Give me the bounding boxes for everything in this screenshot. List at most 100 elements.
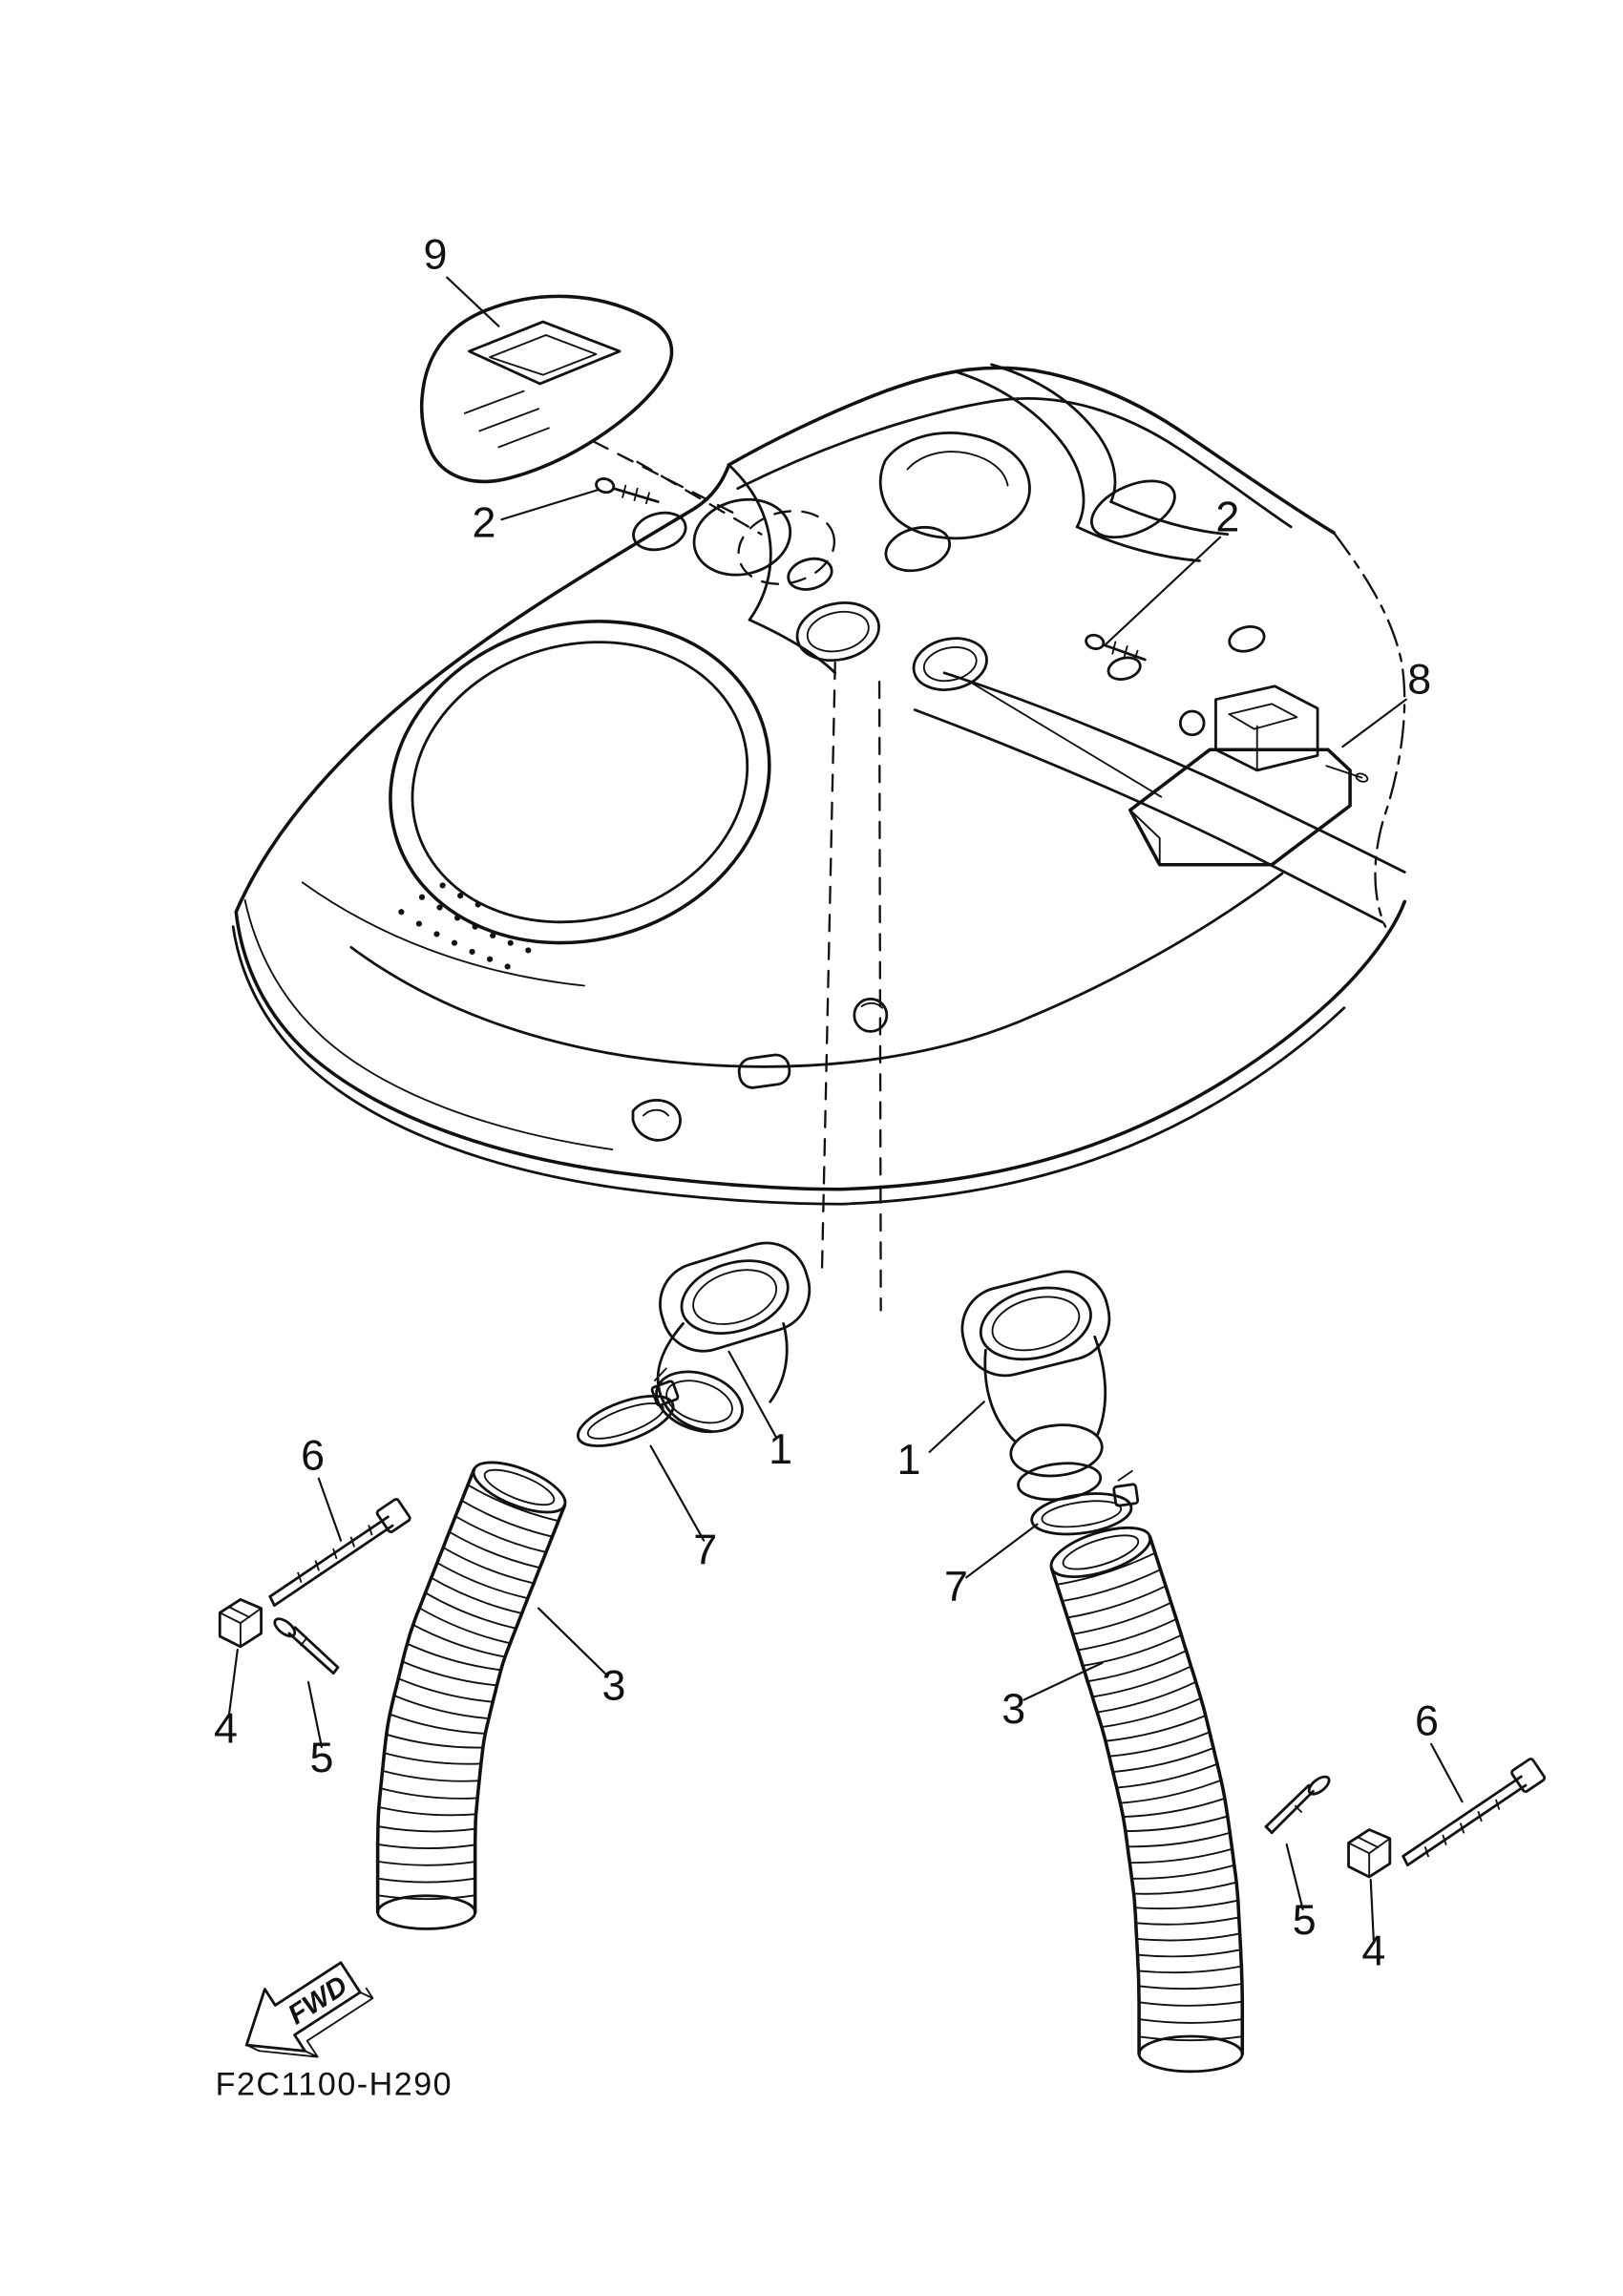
cable-tie-part6-left [268, 1498, 411, 1607]
callout-8: 8 [1407, 655, 1431, 703]
callout-4-left: 4 [214, 1704, 238, 1752]
leader-2-left [500, 489, 599, 521]
tie-right-tip [1402, 1854, 1409, 1866]
callout-3-right: 3 [1001, 1685, 1025, 1733]
bow-cleat [631, 1099, 682, 1142]
tie-left-strap-a [268, 1515, 390, 1598]
leader-7-left [649, 1444, 706, 1542]
callout-labels: 9 2 2 8 1 1 7 7 6 3 3 4 5 5 4 6 [214, 230, 1439, 1974]
hose-rib [1077, 1618, 1178, 1652]
deck-hole-a [632, 511, 687, 552]
duct-elbow-part1-right [960, 1270, 1111, 1502]
callout-1-left: 1 [769, 1425, 792, 1473]
bow-bumper-line-3 [243, 898, 614, 1150]
hose-rib [381, 1769, 480, 1782]
hose-end-opening [472, 1461, 567, 1514]
hose-end-opening-inner [1062, 1534, 1140, 1570]
hose-rib [1119, 1779, 1222, 1804]
hose-rib [1124, 1815, 1229, 1832]
vent9-opening-outer [468, 320, 622, 386]
leader-4-left [227, 1648, 239, 1719]
callout-6-left: 6 [301, 1431, 325, 1479]
mount-right-edges [1347, 1837, 1391, 1878]
hose-rib [379, 1787, 479, 1800]
tie-left-strap-b [273, 1524, 394, 1607]
deck-contour-front [349, 945, 1036, 1068]
hose-outline [1049, 1566, 1141, 2056]
hose-clamp-part7-right [1030, 1469, 1140, 1536]
elbow-left-flange-plate [659, 1241, 812, 1353]
duct-elbow-part1-left [655, 1241, 812, 1434]
elbow-left-body-a [656, 1322, 713, 1433]
clamp-right-screw-house [1112, 1483, 1140, 1507]
hose-rib [1133, 1899, 1239, 1910]
hose-rib [1138, 2035, 1244, 2042]
mount-left-slot [227, 1606, 251, 1618]
console-oval [1089, 479, 1176, 539]
elbow-right-body-b [1093, 1335, 1107, 1436]
hose-end-cap [1137, 2034, 1244, 2074]
console-left-edge [727, 463, 772, 621]
leader-6-right [1430, 1742, 1464, 1803]
hose-rib [1130, 1864, 1235, 1880]
vent9-mount-dash-ellipse [737, 510, 836, 585]
elbow-left-outlet-outer [655, 1370, 744, 1434]
bow-bumper-line-2 [231, 925, 843, 1206]
rivet-left-shaft-b [293, 1626, 340, 1669]
cable-tie-part6-right [1402, 1758, 1547, 1866]
hose-rib [1056, 1551, 1156, 1586]
tie-right-strap-b [1405, 1783, 1528, 1866]
elbow-right-flange-inner [991, 1295, 1081, 1352]
console-stem-c [1109, 500, 1230, 536]
hose-rib [1115, 1762, 1218, 1789]
elbow-left-flange-inner [692, 1269, 778, 1325]
callout-4-right: 4 [1361, 1927, 1385, 1975]
rivet-right-collar [1294, 1804, 1303, 1813]
fwd-arrow: FWD [244, 1961, 374, 2058]
leader-7-right [965, 1523, 1039, 1579]
hose-rib [392, 1695, 490, 1720]
hose-rib [1071, 1601, 1172, 1635]
leader-9 [446, 276, 500, 327]
elbow-right-flange-plate [960, 1270, 1111, 1378]
deck-hole-c [787, 557, 833, 591]
hose-rib [1128, 1847, 1233, 1864]
deck-fitting-circle [853, 998, 889, 1033]
hose-rib [1101, 1697, 1202, 1729]
hose-rib [1137, 1983, 1243, 1991]
mount-clip-part4-right [1347, 1828, 1392, 1879]
clamp-left-screw-house [650, 1380, 680, 1407]
leader-3-right [1022, 1661, 1104, 1701]
leader-5-left [306, 1680, 323, 1749]
screw-thread-right [1111, 641, 1139, 661]
leader-1-right [928, 1401, 985, 1453]
rivet-left-collar [300, 1636, 308, 1647]
construction-lines [592, 440, 1163, 1312]
hose-rib [376, 1877, 476, 1884]
hose-end-opening-inner [483, 1468, 556, 1506]
clamp-left-screw [653, 1367, 667, 1381]
duct-right-drop-dash [877, 680, 882, 1312]
callout-7-right: 7 [944, 1563, 968, 1611]
duct-hole-right-outer [912, 637, 988, 691]
hose-rib [418, 1607, 512, 1645]
tie-right-strap-a [1402, 1775, 1523, 1858]
leader-1-left [727, 1350, 777, 1439]
mount-left-body [218, 1598, 263, 1649]
deck-sweep-a [942, 671, 1406, 874]
deck-hole-d [884, 525, 951, 573]
drawing-code: F2C1100-H290 [216, 2067, 453, 2103]
vent9-louver-1 [463, 390, 525, 414]
hose-rib [467, 1484, 559, 1523]
hose-rib [1096, 1680, 1197, 1714]
hose-rib [1082, 1633, 1183, 1667]
hose-end-cap [376, 1894, 477, 1930]
hose-rib [1138, 2000, 1244, 2007]
screw-shaft-right [1102, 643, 1147, 662]
callout-9: 9 [423, 230, 447, 278]
callout-1-right: 1 [897, 1436, 921, 1484]
rivet-part5-left [273, 1617, 340, 1675]
elbow-left-body-b [769, 1322, 789, 1403]
leader-5-right [1285, 1843, 1304, 1911]
leader-8 [1341, 698, 1407, 748]
